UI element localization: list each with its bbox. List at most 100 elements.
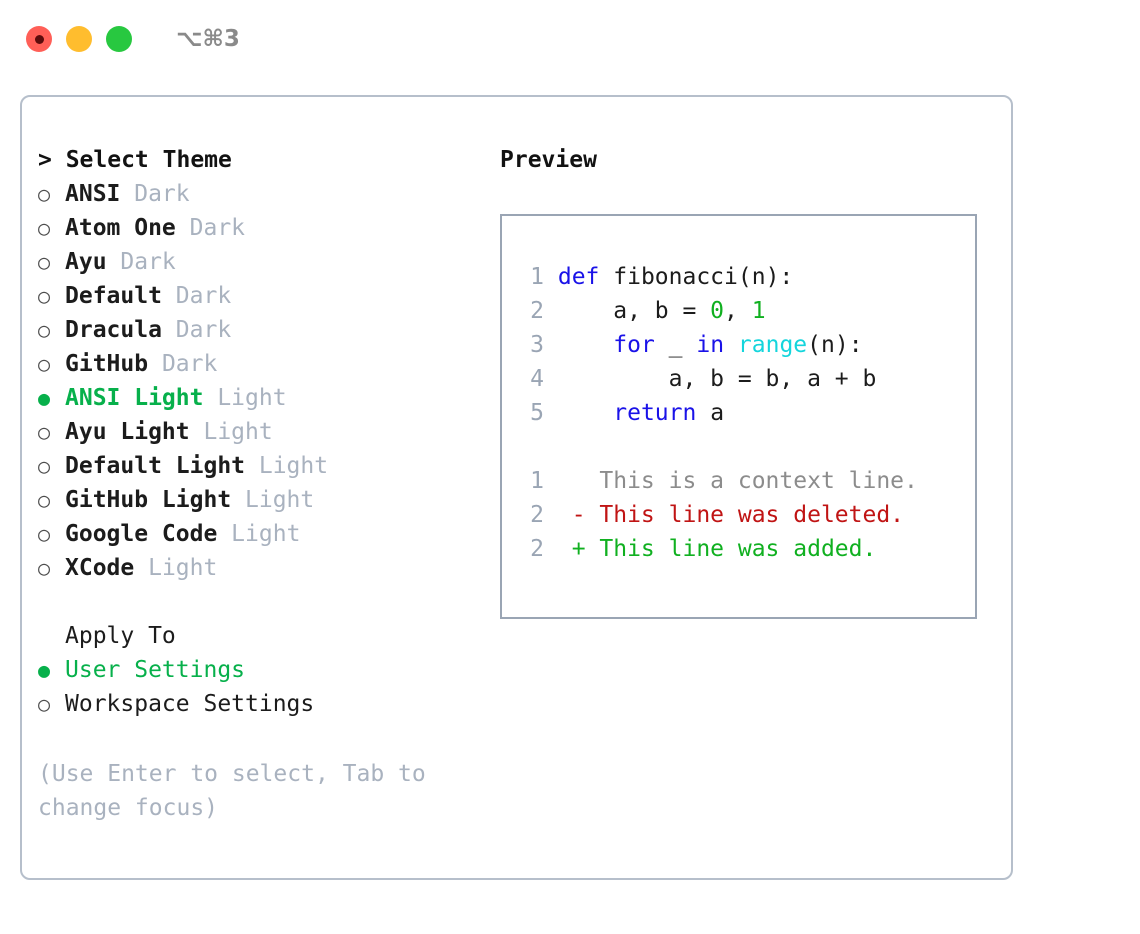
keyboard-shortcut-label: ⌥⌘3 xyxy=(176,26,240,52)
code-token: This is a context line. xyxy=(544,468,918,494)
theme-kind-label: Dark xyxy=(148,351,218,377)
radio-unselected-icon: ○ xyxy=(38,522,51,546)
code-token xyxy=(544,332,613,358)
preview-panel: Preview 1 def fibonacci(n):2 a, b = 0, 1… xyxy=(482,143,1011,825)
line-number: 4 xyxy=(530,366,544,392)
theme-list-panel: > Select Theme ○ANSI Dark○Atom One Dark○… xyxy=(22,143,482,825)
line-number: 2 xyxy=(530,298,544,324)
radio-unselected-icon: ○ xyxy=(38,692,51,716)
theme-kind-label: Light xyxy=(231,487,315,513)
theme-name-label: GitHub Light xyxy=(65,487,232,513)
theme-kind-label: Dark xyxy=(161,283,232,309)
radio-unselected-icon: ○ xyxy=(38,318,51,342)
theme-list-item[interactable]: ○ Atom One Dark xyxy=(38,211,482,245)
theme-name-label: XCode xyxy=(65,555,135,581)
code-token: a, b = b, a + b xyxy=(544,366,877,392)
code-line: 2 a, b = 0, 1 xyxy=(522,294,975,328)
radio-unselected-icon: ○ xyxy=(38,454,51,478)
theme-name-label: Default xyxy=(65,283,162,309)
dialog-columns: > Select Theme ○ANSI Dark○Atom One Dark○… xyxy=(22,97,1011,825)
theme-name-label: Ayu Light xyxy=(65,419,190,445)
theme-list-item[interactable]: ○Ayu Light Light xyxy=(38,415,482,449)
theme-kind-label: Dark xyxy=(161,317,232,343)
theme-selector-dialog: > Select Theme ○ANSI Dark○Atom One Dark○… xyxy=(20,95,1013,880)
code-token: fibonacci(n): xyxy=(613,264,794,290)
theme-kind-label: Light xyxy=(134,555,218,581)
theme-list-item[interactable]: ○Ayu Dark xyxy=(38,245,482,279)
radio-unselected-icon: ○ xyxy=(38,216,51,240)
theme-list-item[interactable]: ● ANSI Light Light xyxy=(38,381,482,415)
radio-selected-icon: ● xyxy=(38,658,51,682)
radio-unselected-icon: ○ xyxy=(38,182,51,206)
theme-name-label: ANSI xyxy=(65,181,121,207)
code-token: (n): xyxy=(807,332,863,358)
theme-list: ○ ANSI Dark ○ Atom One Dark ○ Ayu Dark ○ Defaul… xyxy=(38,177,482,585)
code-token: a xyxy=(696,400,725,426)
record-indicator-icon xyxy=(34,34,44,44)
code-token: range xyxy=(737,332,808,358)
select-theme-heading: > Select Theme xyxy=(38,147,232,173)
code-token: def xyxy=(544,264,614,290)
code-token: + This line was added. xyxy=(544,536,877,562)
apply-to-label: User Settings xyxy=(65,657,246,683)
theme-kind-label: Light xyxy=(217,521,301,547)
theme-kind-label: Light xyxy=(189,419,273,445)
code-token: 0 xyxy=(710,298,725,324)
theme-list-item[interactable]: ○Default Light Light xyxy=(38,449,482,483)
code-line: 3 for _ in range(n): xyxy=(522,328,975,362)
radio-unselected-icon: ○ xyxy=(38,352,51,376)
minimize-button[interactable] xyxy=(66,26,92,52)
theme-name-label: Atom One xyxy=(65,215,176,241)
radio-unselected-icon: ○ xyxy=(38,488,51,512)
code-token xyxy=(724,332,738,358)
code-token: in xyxy=(696,332,725,358)
traffic-light-group xyxy=(26,26,132,52)
radio-unselected-icon: ○ xyxy=(38,250,51,274)
theme-name-label: Ayu xyxy=(65,249,107,275)
code-token: _ xyxy=(654,332,697,358)
code-diff-spacer xyxy=(522,430,975,464)
theme-kind-label: Dark xyxy=(120,181,190,207)
code-token: 1 xyxy=(751,298,766,324)
theme-list-item[interactable]: ○ Google Code Light xyxy=(38,517,482,551)
code-token: for xyxy=(613,332,655,358)
radio-selected-icon: ● xyxy=(38,386,51,410)
maximize-button[interactable] xyxy=(106,26,132,52)
theme-list-item[interactable]: ○ GitHub Dark xyxy=(38,347,482,381)
code-token: , xyxy=(724,298,752,324)
apply-to-label: Workspace Settings xyxy=(65,691,315,717)
theme-kind-label: Light xyxy=(203,385,287,411)
line-number: 2 xyxy=(530,502,544,528)
theme-name-label: Google Code xyxy=(65,521,218,547)
code-line: 5 return a xyxy=(522,396,975,430)
code-token: a, b = xyxy=(544,298,711,324)
code-token: - This line was deleted. xyxy=(544,502,905,528)
line-number: 5 xyxy=(530,400,544,426)
theme-name-label: Default Light xyxy=(65,453,246,479)
theme-name-label: ANSI Light xyxy=(65,385,204,411)
line-number: 3 xyxy=(530,332,544,358)
theme-list-item[interactable]: ○ GitHub Light Light xyxy=(38,483,482,517)
theme-list-item[interactable]: ○ ANSI Dark xyxy=(38,177,482,211)
apply-to-option[interactable]: ○ Workspace Settings xyxy=(38,687,482,721)
line-number: 1 xyxy=(530,468,544,494)
apply-to-heading: Apply To xyxy=(65,623,176,649)
theme-list-item[interactable]: ○ Dracula Dark xyxy=(38,313,482,347)
diff-line: 1 This is a context line. xyxy=(522,464,975,498)
keyboard-hint-text: (Use Enter to select, Tab to change focu… xyxy=(38,761,440,821)
apply-to-option[interactable]: ● User Settings xyxy=(38,653,482,687)
radio-unselected-icon: ○ xyxy=(38,284,51,308)
line-number: 2 xyxy=(530,536,544,562)
theme-name-label: GitHub xyxy=(65,351,149,377)
theme-list-item[interactable]: ○ Default Dark xyxy=(38,279,482,313)
theme-name-label: Dracula xyxy=(65,317,162,343)
theme-list-item[interactable]: ○XCode Light xyxy=(38,551,482,585)
code-token xyxy=(544,400,613,426)
code-token: return xyxy=(613,400,697,426)
theme-kind-label: Dark xyxy=(175,215,246,241)
line-number: 1 xyxy=(530,264,544,290)
close-button[interactable] xyxy=(26,26,52,52)
diff-line: 2 + This line was added. xyxy=(522,532,975,566)
